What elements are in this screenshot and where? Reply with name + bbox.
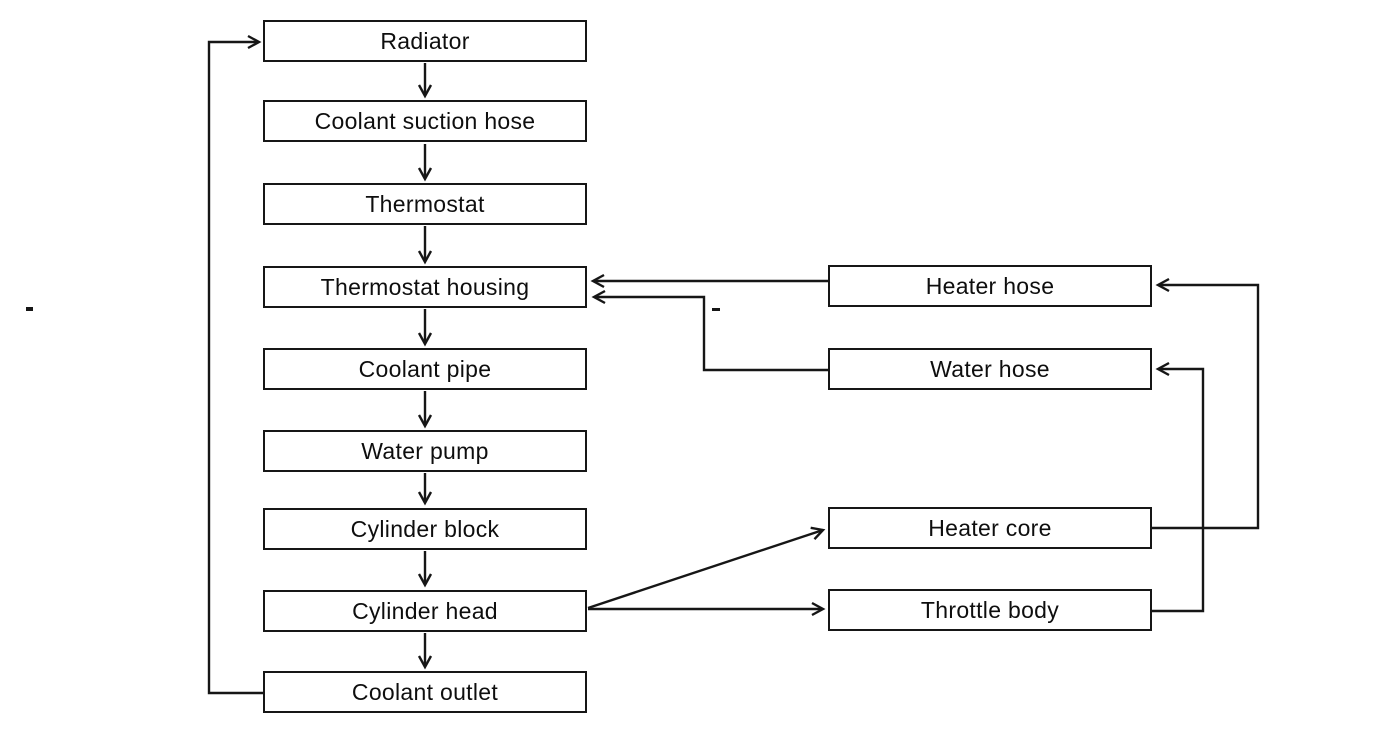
scan-speck <box>26 307 33 311</box>
node-cylinder-head-label: Cylinder head <box>352 597 498 624</box>
node-thermostat: Thermostat <box>263 183 587 225</box>
node-coolant-outlet: Coolant outlet <box>263 671 587 713</box>
node-water-hose: Water hose <box>828 348 1152 390</box>
node-radiator-label: Radiator <box>380 27 470 54</box>
node-cylinder-block: Cylinder block <box>263 508 587 550</box>
arrow-coolant-outlet-to-radiator <box>207 34 263 695</box>
node-coolant-pipe-label: Coolant pipe <box>358 355 492 382</box>
node-water-pump-label: Water pump <box>361 437 489 464</box>
node-throttle-body-label: Throttle body <box>920 596 1060 623</box>
node-heater-hose: Heater hose <box>828 265 1152 307</box>
node-coolant-pipe: Coolant pipe <box>263 348 587 390</box>
node-coolant-suction-hose: Coolant suction hose <box>263 100 587 142</box>
node-coolant-suction-hose-label: Coolant suction hose <box>314 107 536 134</box>
node-heater-core: Heater core <box>828 507 1152 549</box>
node-water-hose-label: Water hose <box>930 355 1050 382</box>
node-water-pump: Water pump <box>263 430 587 472</box>
node-cylinder-head: Cylinder head <box>263 590 587 632</box>
scan-speck <box>712 308 720 311</box>
arrow-throttle-body-to-water-hose <box>1150 361 1205 613</box>
node-coolant-outlet-label: Coolant outlet <box>351 678 499 705</box>
node-throttle-body: Throttle body <box>828 589 1152 631</box>
node-thermostat-label: Thermostat <box>365 190 485 217</box>
node-thermostat-housing: Thermostat housing <box>263 266 587 308</box>
arrow-water-hose-to-thermostat-housing <box>591 289 828 372</box>
node-thermostat-housing-label: Thermostat housing <box>320 273 530 300</box>
node-cylinder-block-label: Cylinder block <box>350 515 500 542</box>
node-heater-core-label: Heater core <box>928 514 1052 541</box>
node-radiator: Radiator <box>263 20 587 62</box>
node-heater-hose-label: Heater hose <box>925 272 1055 299</box>
arrow-cylinder-head-to-heater-core <box>587 526 826 610</box>
